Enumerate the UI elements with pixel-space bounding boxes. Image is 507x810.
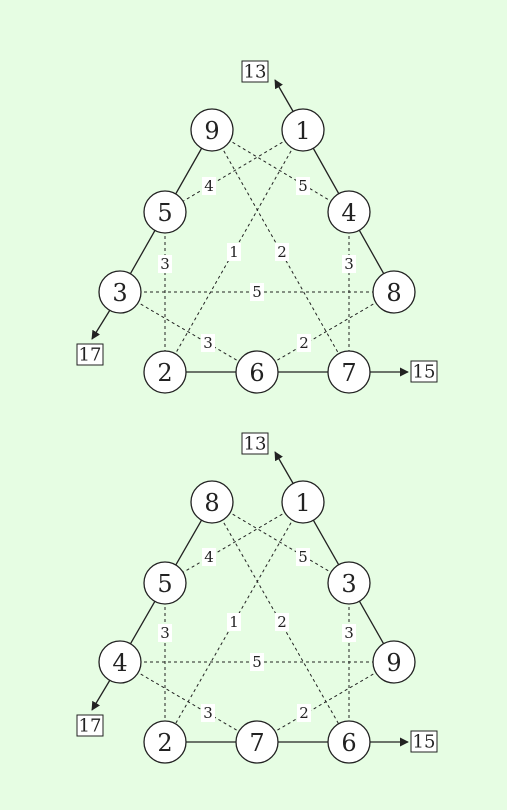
node-left: 4 <box>98 640 142 684</box>
box-top-label: 13 <box>244 434 267 455</box>
edge-label-l-r: 5 <box>252 283 262 301</box>
node-top-left: 8 <box>190 480 234 524</box>
box-left: 17 <box>76 343 104 366</box>
dashed-edges <box>119 129 395 373</box>
node-bottom-left-label: 2 <box>157 729 172 757</box>
arrow-top <box>274 451 295 486</box>
node-left-label: 4 <box>112 649 127 677</box>
edge-label-ur-br: 3 <box>344 255 354 273</box>
edge-label-ul-bl: 3 <box>160 624 170 642</box>
node-bottom-right: 6 <box>327 720 371 764</box>
node-upper-left: 5 <box>143 561 187 605</box>
edge-label-tr-ul: 4 <box>204 548 214 566</box>
box-left: 17 <box>76 714 104 737</box>
edge-r-bm <box>256 661 395 743</box>
edge-label-r-bm: 2 <box>299 704 309 722</box>
edge-tl-ur <box>211 501 350 584</box>
node-top-right: 1 <box>281 108 325 152</box>
edge-l-bm <box>119 661 258 743</box>
boxes: 13 17 15 <box>76 60 438 383</box>
node-bottom-right: 7 <box>327 350 371 394</box>
arrow-top <box>274 79 295 114</box>
node-left-label: 3 <box>112 279 127 307</box>
node-bottom-mid: 6 <box>235 350 279 394</box>
nodes: 8 1 5 3 4 9 2 7 6 <box>98 480 416 764</box>
edge-labels: 5 4 2 1 3 3 5 3 2 <box>158 177 356 352</box>
node-top-right: 1 <box>281 480 325 524</box>
node-bottom-left: 2 <box>143 350 187 394</box>
node-upper-right-label: 4 <box>341 199 356 227</box>
node-right: 8 <box>372 270 416 314</box>
edge-tr-ul <box>164 501 304 584</box>
node-top-right-label: 1 <box>295 489 310 517</box>
edge-label-tl-ur: 5 <box>298 177 308 195</box>
edge-l-bm <box>119 291 258 373</box>
box-top: 13 <box>241 432 269 455</box>
node-upper-left: 5 <box>143 190 187 234</box>
node-bottom-mid-label: 7 <box>249 729 264 757</box>
diagram-1: 5 4 2 1 3 3 5 3 2 9 1 5 4 3 8 2 6 7 13 1… <box>76 60 438 394</box>
box-left-label: 17 <box>79 345 102 366</box>
node-bottom-left-label: 2 <box>157 359 172 387</box>
boxes: 13 17 15 <box>76 432 438 753</box>
box-right-label: 15 <box>413 732 436 753</box>
edge-label-tl-br: 2 <box>277 613 287 631</box>
box-right-label: 15 <box>413 362 436 383</box>
node-upper-right: 4 <box>327 190 371 234</box>
node-bottom-left: 2 <box>143 720 187 764</box>
nodes: 9 1 5 4 3 8 2 6 7 <box>98 108 416 394</box>
node-bottom-right-label: 7 <box>341 359 356 387</box>
node-bottom-mid-label: 6 <box>249 359 264 387</box>
arrows <box>91 79 409 377</box>
node-right: 9 <box>372 640 416 684</box>
box-right: 15 <box>410 360 438 383</box>
edge-label-tr-bl: 1 <box>229 613 239 631</box>
box-top-label: 13 <box>244 62 267 83</box>
solid-edges <box>119 129 395 373</box>
edge-label-tl-ur: 5 <box>298 548 308 566</box>
node-top-left-label: 8 <box>204 489 219 517</box>
edge-label-tr-ul: 4 <box>204 177 214 195</box>
edge-label-tr-bl: 1 <box>229 243 239 261</box>
box-top: 13 <box>241 60 269 83</box>
edge-r-bm <box>256 291 395 373</box>
edge-tr-ul <box>164 129 304 213</box>
node-upper-right: 3 <box>327 561 371 605</box>
node-top-left: 9 <box>190 108 234 152</box>
edge-label-ul-bl: 3 <box>160 255 170 273</box>
edge-label-ur-br: 3 <box>344 624 354 642</box>
solid-edges <box>119 501 395 743</box>
edge-label-r-bm: 2 <box>299 334 309 352</box>
arrow-left <box>91 679 111 711</box>
node-upper-left-label: 5 <box>157 570 172 598</box>
node-right-label: 9 <box>386 649 401 677</box>
edge-label-l-bm: 3 <box>203 334 213 352</box>
node-bottom-mid: 7 <box>235 720 279 764</box>
arrows <box>91 451 409 747</box>
edge-label-l-r: 5 <box>252 653 262 671</box>
edge-label-tl-br: 2 <box>277 243 287 261</box>
node-right-label: 8 <box>386 279 401 307</box>
node-top-left-label: 9 <box>204 117 219 145</box>
node-left: 3 <box>98 270 142 314</box>
arrow-left <box>91 309 111 340</box>
diagram-2: 5 4 2 1 3 3 5 3 2 8 1 5 3 4 9 2 7 6 13 1… <box>76 432 438 764</box>
node-top-right-label: 1 <box>295 117 310 145</box>
node-bottom-right-label: 6 <box>341 729 356 757</box>
node-upper-right-label: 3 <box>341 570 356 598</box>
edge-labels: 5 4 2 1 3 3 5 3 2 <box>158 548 356 722</box>
dashed-edges <box>119 501 395 743</box>
edge-tl-ur <box>211 129 350 213</box>
box-left-label: 17 <box>79 716 102 737</box>
node-upper-left-label: 5 <box>157 199 172 227</box>
edge-label-l-bm: 3 <box>203 704 213 722</box>
box-right: 15 <box>410 730 438 753</box>
